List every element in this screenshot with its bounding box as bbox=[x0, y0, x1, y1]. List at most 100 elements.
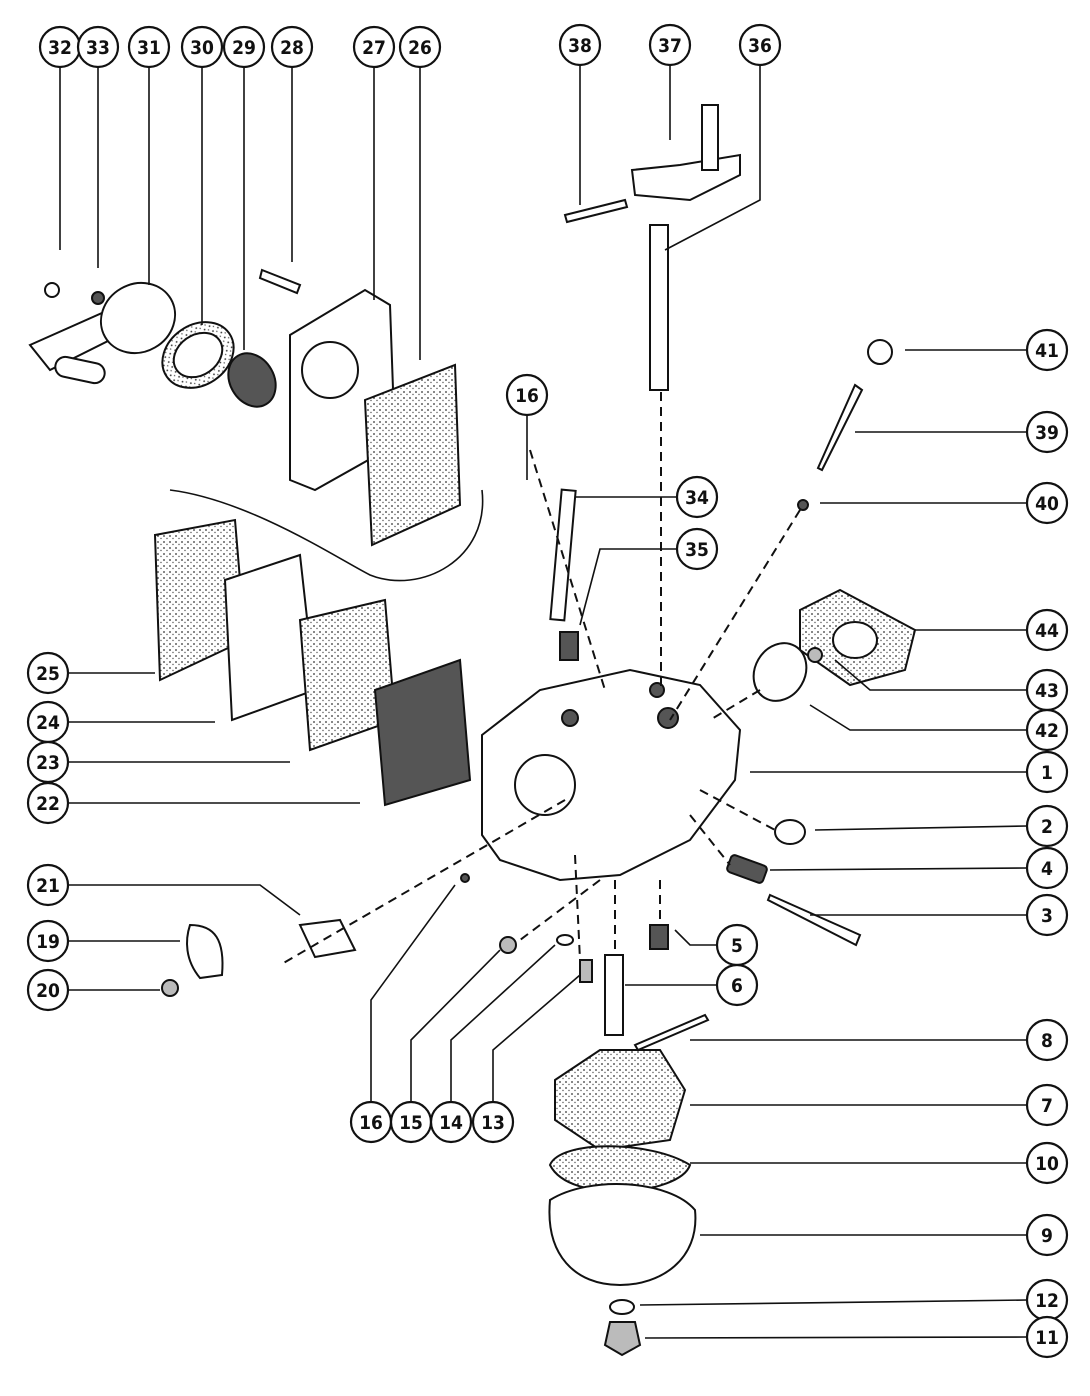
callout-number: 2 bbox=[1041, 816, 1053, 838]
diaphragm-part-29 bbox=[227, 352, 277, 408]
gasket-part-22 bbox=[373, 658, 472, 807]
callout-number: 26 bbox=[408, 37, 432, 59]
float-needle-part-6 bbox=[604, 954, 624, 1036]
callout-number: 43 bbox=[1035, 680, 1059, 702]
callout-43: 43 bbox=[1025, 668, 1069, 712]
callout-circle bbox=[558, 23, 602, 67]
callout-24: 24 bbox=[26, 700, 70, 744]
callout-number: 16 bbox=[515, 385, 539, 407]
diaphragm-cover-part bbox=[99, 281, 177, 355]
callout-circle bbox=[1025, 1018, 1069, 1062]
callout-30: 30 bbox=[180, 25, 224, 69]
callout-number: 1 bbox=[1041, 762, 1053, 784]
leader-line-43 bbox=[834, 659, 1027, 691]
callout-circle bbox=[1025, 708, 1069, 752]
callout-circle bbox=[76, 25, 120, 69]
leader-line-12 bbox=[639, 1299, 1028, 1306]
callout-number: 31 bbox=[137, 37, 161, 59]
callout-20: 20 bbox=[26, 968, 70, 1012]
leader-line-16 bbox=[370, 884, 456, 1102]
callout-circle bbox=[675, 527, 719, 571]
callout-number: 9 bbox=[1041, 1225, 1053, 1247]
callout-number: 4 bbox=[1041, 858, 1053, 880]
callout-22: 22 bbox=[26, 781, 70, 825]
callout-circle bbox=[1025, 1141, 1069, 1185]
callout-circle bbox=[1025, 750, 1069, 794]
callout-25: 25 bbox=[26, 651, 70, 695]
cap-part-41 bbox=[867, 339, 893, 365]
leader-line-14 bbox=[450, 944, 556, 1102]
callout-circle bbox=[1025, 846, 1069, 890]
callout-number: 6 bbox=[731, 975, 743, 997]
callout-35: 35 bbox=[675, 527, 719, 571]
callout-number: 22 bbox=[36, 793, 60, 815]
callout-circle bbox=[471, 1100, 515, 1144]
float-bowl-part-9 bbox=[548, 1183, 697, 1287]
callout-circle bbox=[1025, 1315, 1069, 1359]
callout-circle bbox=[1025, 1083, 1069, 1127]
leader-line-21 bbox=[68, 884, 301, 916]
callout-number: 20 bbox=[36, 980, 60, 1002]
callout-40: 40 bbox=[1025, 481, 1069, 525]
callout-12: 12 bbox=[1025, 1278, 1069, 1322]
valve-part-13 bbox=[579, 959, 593, 983]
callout-number: 16 bbox=[359, 1112, 383, 1134]
callout-3: 3 bbox=[1025, 893, 1069, 937]
leader-lines bbox=[59, 65, 1028, 1339]
callout-circle bbox=[127, 25, 171, 69]
callout-23: 23 bbox=[26, 740, 70, 784]
leader-line-35 bbox=[579, 548, 677, 626]
spring-part-35 bbox=[559, 631, 579, 661]
leader-line-13 bbox=[492, 974, 581, 1102]
leader-line-5 bbox=[674, 929, 717, 946]
callout-number: 29 bbox=[232, 37, 256, 59]
callout-number: 12 bbox=[1035, 1290, 1059, 1312]
throttle-arm-part-37 bbox=[630, 153, 741, 202]
drain-plug-part-11 bbox=[603, 1321, 642, 1357]
leader-line-42 bbox=[809, 704, 1027, 731]
callout-number: 13 bbox=[481, 1112, 505, 1134]
callout-number: 36 bbox=[748, 35, 772, 57]
callout-number: 33 bbox=[86, 37, 110, 59]
callout-circle bbox=[738, 23, 782, 67]
callout-4: 4 bbox=[1025, 846, 1069, 890]
gasket-part-12 bbox=[609, 1299, 635, 1315]
leader-line-2 bbox=[814, 825, 1028, 831]
assembly-lines bbox=[279, 392, 801, 966]
plug-part-2 bbox=[774, 819, 806, 845]
callout-29: 29 bbox=[222, 25, 266, 69]
callout-circle bbox=[26, 651, 70, 695]
callout-circle bbox=[648, 23, 692, 67]
callout-number: 5 bbox=[731, 935, 743, 957]
callout-15: 15 bbox=[389, 1100, 433, 1144]
needle-part-39 bbox=[816, 383, 864, 472]
callout-circle bbox=[222, 25, 266, 69]
callout-number: 10 bbox=[1035, 1153, 1059, 1175]
callout-number: 15 bbox=[399, 1112, 423, 1134]
callout-number: 32 bbox=[48, 37, 72, 59]
leader-line-11 bbox=[644, 1336, 1028, 1339]
callout-21: 21 bbox=[26, 863, 70, 907]
callout-circle bbox=[1025, 893, 1069, 937]
callout-8: 8 bbox=[1025, 1018, 1069, 1062]
screw-part-43 bbox=[807, 647, 823, 663]
callout-19: 19 bbox=[26, 919, 70, 963]
callout-1: 1 bbox=[1025, 750, 1069, 794]
callout-16: 16 bbox=[505, 373, 549, 417]
screw-part-38 bbox=[563, 198, 629, 224]
callout-circle bbox=[26, 781, 70, 825]
callout-7: 7 bbox=[1025, 1083, 1069, 1127]
plate-part-42 bbox=[752, 642, 808, 702]
callout-number: 14 bbox=[439, 1112, 463, 1134]
callout-circle bbox=[352, 25, 396, 69]
bracket-part-19 bbox=[186, 923, 224, 980]
callout-number: 25 bbox=[36, 663, 60, 685]
callout-number: 28 bbox=[280, 37, 304, 59]
callout-number: 38 bbox=[568, 35, 592, 57]
callout-number: 39 bbox=[1035, 422, 1059, 444]
throttle-shaft-part-36 bbox=[649, 224, 669, 391]
parts-artwork bbox=[28, 104, 917, 1357]
callout-34: 34 bbox=[675, 475, 719, 519]
